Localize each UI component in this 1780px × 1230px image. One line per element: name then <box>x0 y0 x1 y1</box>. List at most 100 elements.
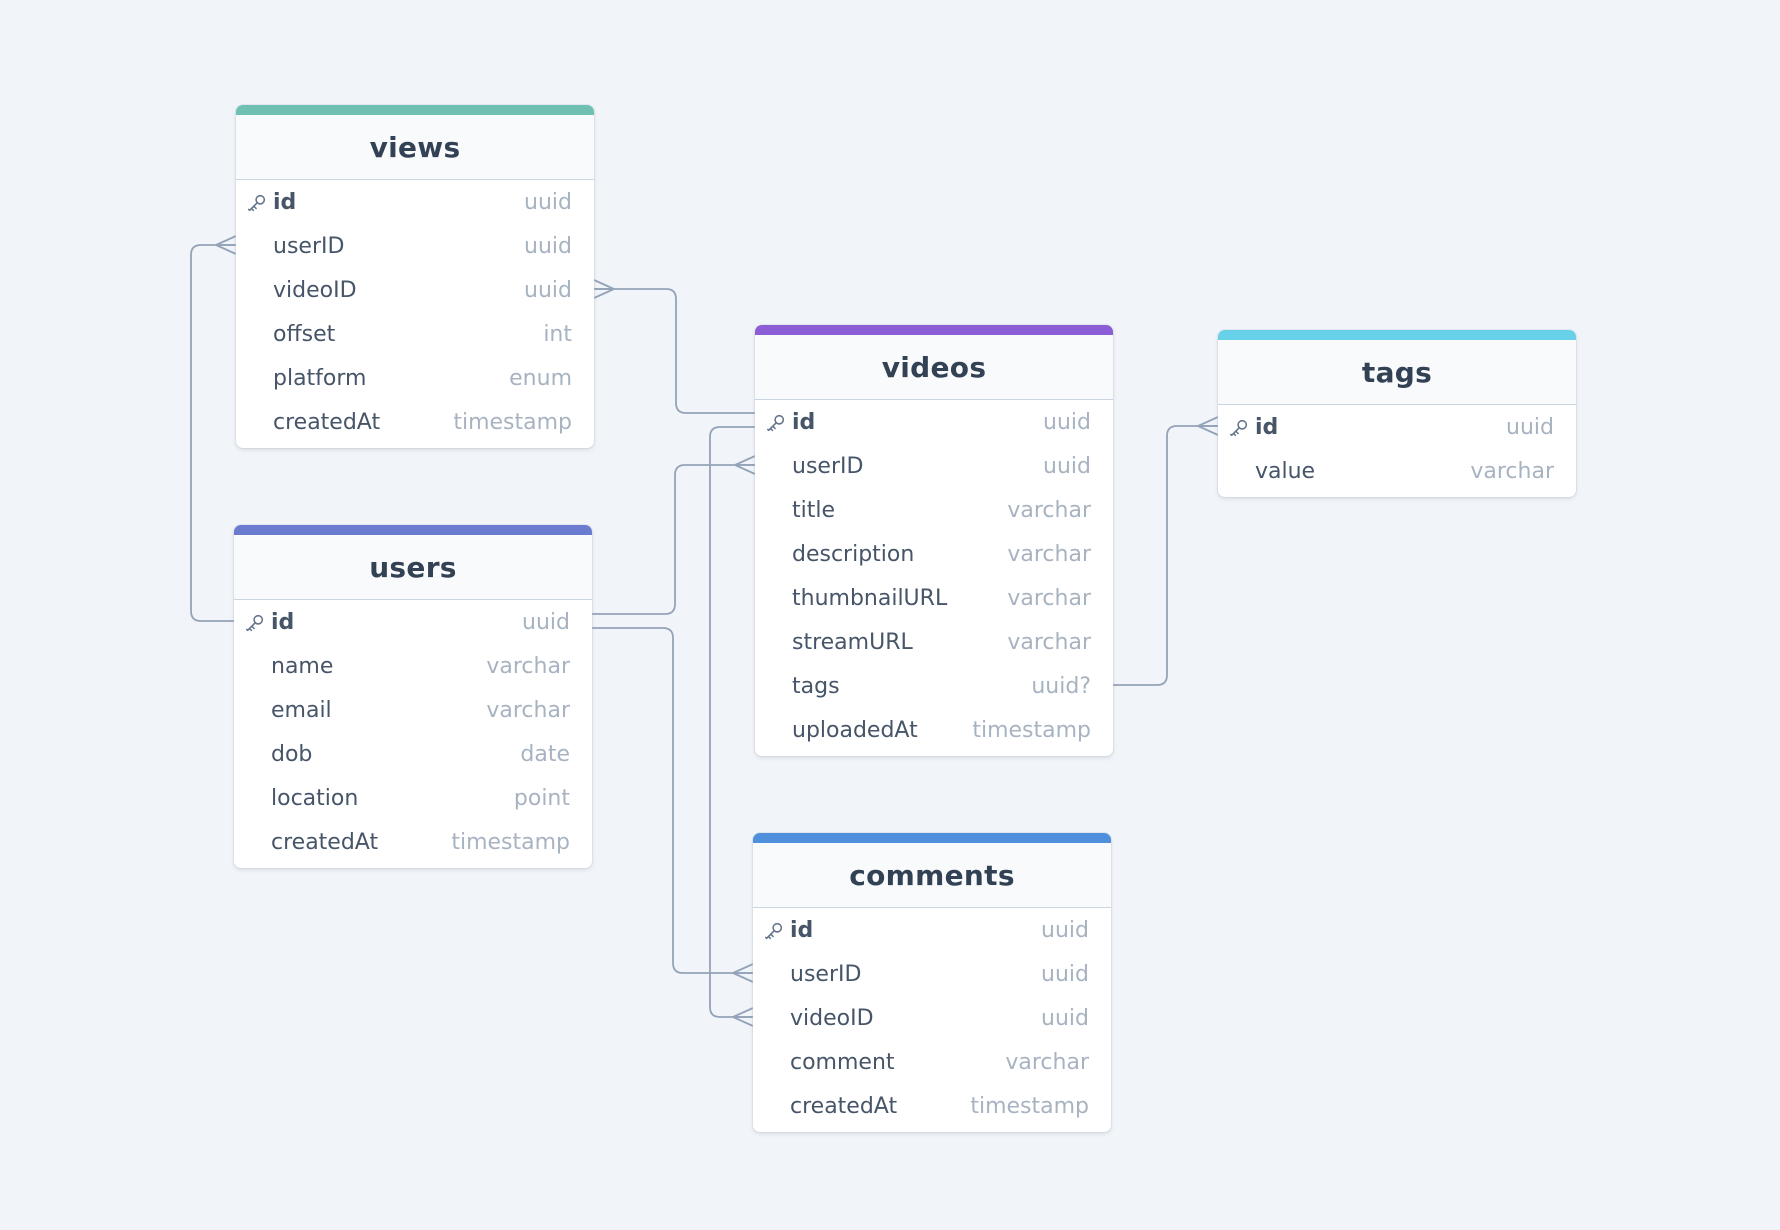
column-type: point <box>513 785 570 811</box>
column-name: dob <box>271 741 313 767</box>
table-title-tags[interactable]: tags <box>1218 340 1576 405</box>
column-name: name <box>271 653 334 679</box>
relation-users-views <box>190 244 236 622</box>
column-row-views-id[interactable]: id uuid <box>236 180 594 224</box>
table-title-views[interactable]: views <box>236 115 594 180</box>
column-name: platform <box>273 365 367 391</box>
column-name: email <box>271 697 332 723</box>
column-row-videos-thumbnailurl[interactable]: thumbnailURL varchar <box>755 576 1113 620</box>
relation-videos-tags <box>1113 425 1218 686</box>
column-row-comments-createdat[interactable]: createdAt timestamp <box>753 1084 1111 1128</box>
table-accent-bar <box>236 105 594 115</box>
crows-foot-icon <box>734 455 756 475</box>
column-row-videos-userid[interactable]: userID uuid <box>755 444 1113 488</box>
column-type: uuid <box>1041 917 1089 943</box>
column-type: timestamp <box>451 829 570 855</box>
column-name: offset <box>273 321 336 347</box>
table-accent-bar <box>1218 330 1576 340</box>
column-name: uploadedAt <box>792 717 918 743</box>
column-row-comments-comment[interactable]: comment varchar <box>753 1040 1111 1084</box>
relation-videos-comments <box>709 426 755 1018</box>
column-type: varchar <box>486 697 570 723</box>
column-type: varchar <box>1007 585 1091 611</box>
column-type: uuid <box>524 277 572 303</box>
column-row-tags-id[interactable]: id uuid <box>1218 405 1576 449</box>
column-name: userID <box>273 233 345 259</box>
column-name: comment <box>790 1049 895 1075</box>
column-row-comments-videoid[interactable]: videoID uuid <box>753 996 1111 1040</box>
column-name: createdAt <box>273 409 381 435</box>
column-name: id <box>792 409 816 435</box>
column-name: id <box>1255 414 1279 440</box>
column-type: uuid <box>1041 1005 1089 1031</box>
column-type: varchar <box>1007 541 1091 567</box>
column-name: userID <box>790 961 862 987</box>
column-row-views-videoid[interactable]: videoID uuid <box>236 268 594 312</box>
column-name: createdAt <box>271 829 379 855</box>
column-name: videoID <box>273 277 357 303</box>
column-name: location <box>271 785 359 811</box>
table-title-comments[interactable]: comments <box>753 843 1111 908</box>
table-title-users[interactable]: users <box>234 535 592 600</box>
column-type: uuid <box>1043 409 1091 435</box>
column-type: uuid <box>524 189 572 215</box>
table-title-videos[interactable]: videos <box>755 335 1113 400</box>
key-icon <box>246 192 268 214</box>
table-comments[interactable]: comments id uuid userID uuid videoID uuid comme… <box>753 833 1111 1132</box>
column-name: streamURL <box>792 629 913 655</box>
table-accent-bar <box>234 525 592 535</box>
column-type: timestamp <box>453 409 572 435</box>
column-name: createdAt <box>790 1093 898 1119</box>
column-row-comments-userid[interactable]: userID uuid <box>753 952 1111 996</box>
column-name: value <box>1255 458 1316 484</box>
column-name: id <box>790 917 814 943</box>
column-row-users-location[interactable]: location point <box>234 776 592 820</box>
column-name: tags <box>792 673 840 699</box>
crows-foot-icon <box>732 1007 754 1027</box>
column-name: thumbnailURL <box>792 585 948 611</box>
key-icon <box>765 412 787 434</box>
crows-foot-icon <box>1197 416 1219 436</box>
column-row-users-email[interactable]: email varchar <box>234 688 592 732</box>
column-row-comments-id[interactable]: id uuid <box>753 908 1111 952</box>
column-name: title <box>792 497 836 523</box>
column-row-views-userid[interactable]: userID uuid <box>236 224 594 268</box>
column-row-views-platform[interactable]: platform enum <box>236 356 594 400</box>
column-type: uuid <box>1041 961 1089 987</box>
column-type: varchar <box>1005 1049 1089 1075</box>
table-accent-bar <box>755 325 1113 335</box>
column-name: userID <box>792 453 864 479</box>
column-type: uuid <box>1043 453 1091 479</box>
column-row-views-createdat[interactable]: createdAt timestamp <box>236 400 594 444</box>
column-row-videos-tags[interactable]: tags uuid? <box>755 664 1113 708</box>
column-type: enum <box>509 365 572 391</box>
relation-users-comments <box>592 627 753 974</box>
column-type: uuid <box>522 609 570 635</box>
column-row-videos-id[interactable]: id uuid <box>755 400 1113 444</box>
column-name: id <box>273 189 297 215</box>
column-type: timestamp <box>970 1093 1089 1119</box>
column-type: uuid <box>524 233 572 259</box>
column-type: uuid? <box>1031 673 1091 699</box>
column-row-users-createdat[interactable]: createdAt timestamp <box>234 820 592 864</box>
column-type: uuid <box>1506 414 1554 440</box>
key-icon <box>763 920 785 942</box>
column-name: videoID <box>790 1005 874 1031</box>
